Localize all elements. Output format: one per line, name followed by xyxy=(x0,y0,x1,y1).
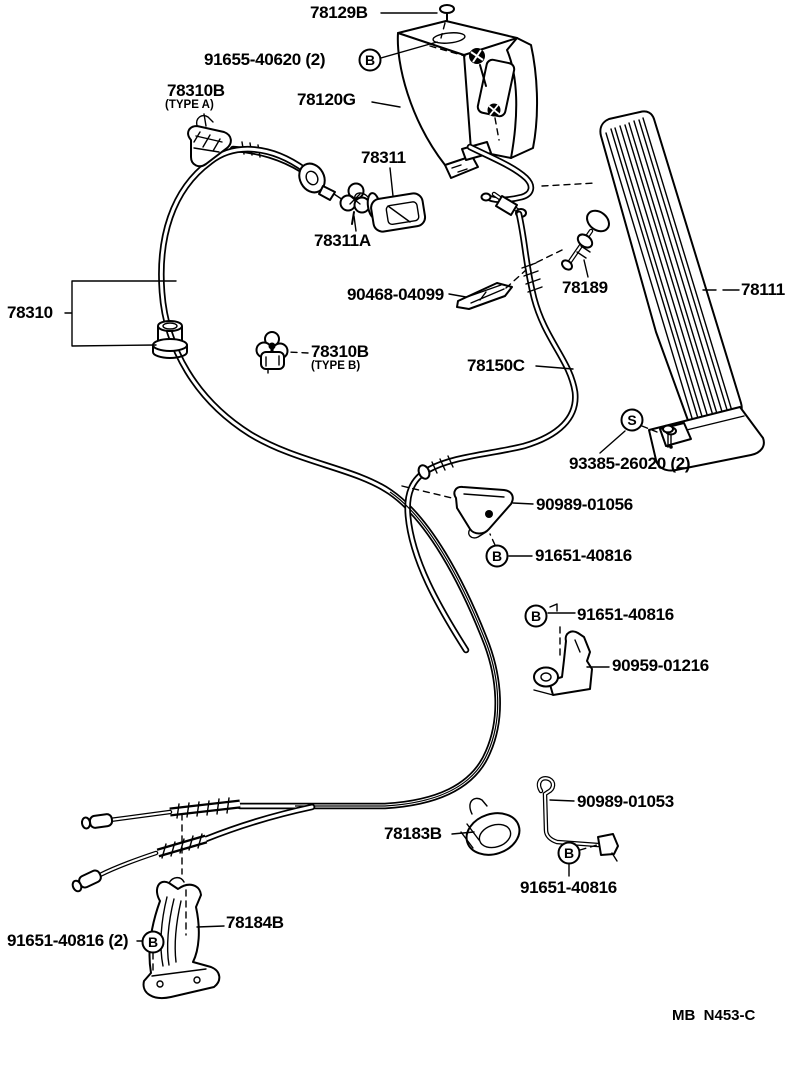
part-label-78310b-type-a: 78310B xyxy=(167,81,225,100)
part-label-78311a: 78311A xyxy=(314,231,371,250)
part-label-78120g: 78120G xyxy=(297,90,356,109)
part-label-90989-01056: 90989-01056 xyxy=(536,495,633,514)
leader-dashes xyxy=(152,351,658,971)
grommet-78183b-drawing xyxy=(460,797,521,856)
clip-78310b-type-a-drawing xyxy=(187,114,232,168)
circled-s-marker-93385: S xyxy=(620,408,644,432)
part-label-91651-40816-low: 91651-40816 xyxy=(520,878,617,897)
cable-center-line xyxy=(295,491,499,807)
fastener-markers: B S B B B B xyxy=(141,48,644,954)
part-label-78111: 78111 xyxy=(741,280,785,299)
accel-pedal-78111-drawing xyxy=(599,110,765,472)
part-label-78129b: 78129B xyxy=(310,3,368,22)
clip-78310b-type-b-drawing xyxy=(255,331,289,374)
svg-text:S: S xyxy=(627,412,636,428)
svg-text:B: B xyxy=(531,608,541,624)
circled-b-marker-91651-top: B xyxy=(485,544,509,568)
part-label-90959-01216: 90959-01216 xyxy=(612,656,709,675)
cable-eye-fitting-drawing xyxy=(298,162,344,201)
part-label-91651-40816-x2: 91651-40816 (2) xyxy=(7,931,129,950)
part-label-91655-40620: 91655-40620 (2) xyxy=(204,50,326,69)
part-label-90468-04099: 90468-04099 xyxy=(347,285,444,304)
part-label-78150c: 78150C xyxy=(467,356,525,375)
leader-dash-bracket-to-pedal xyxy=(541,182,597,187)
clamp-90989-01056-drawing xyxy=(453,485,514,539)
leader-dash-clip-to-rod xyxy=(505,269,527,289)
bolt-78189-drawing xyxy=(561,209,610,271)
clip-78311a-drawing xyxy=(339,182,371,225)
part-label-90989-01053: 90989-01053 xyxy=(577,792,674,811)
grommet-78311-drawing xyxy=(354,192,427,233)
svg-text:B: B xyxy=(564,845,574,861)
svg-text:B: B xyxy=(148,934,158,950)
pin-78129b-drawing xyxy=(439,4,455,39)
circled-b-marker-91651-low: B xyxy=(557,841,581,865)
circled-b-marker-91655: B xyxy=(358,48,382,72)
part-label-78184b: 78184B xyxy=(226,913,284,932)
page-code: MB N453-C xyxy=(672,1007,756,1024)
svg-text:B: B xyxy=(492,548,502,564)
leader-lines xyxy=(64,12,740,942)
screw-93385-drawing xyxy=(662,424,674,448)
part-label-78189: 78189 xyxy=(562,278,608,297)
leader-dash-loop-to-clamp xyxy=(401,485,453,499)
cable-end-upper-drawing xyxy=(80,797,241,830)
cable-end-lower-drawing xyxy=(71,803,316,893)
part-label-78310b-type-a-sub: (TYPE A) xyxy=(165,99,214,111)
part-label-78310: 78310 xyxy=(7,303,53,322)
rod-90989-01053-drawing xyxy=(536,776,619,862)
circled-b-marker-91651-x2: B xyxy=(141,930,165,954)
grommet-78310-drawing xyxy=(152,320,188,359)
svg-text:B: B xyxy=(365,52,375,68)
part-label-91651-40816-mid: 91651-40816 xyxy=(577,605,674,624)
part-label-93385-26020: 93385-26020 (2) xyxy=(569,454,691,473)
clip-90468-drawing xyxy=(456,282,513,310)
part-label-78310b-type-b-sub: (TYPE B) xyxy=(311,360,361,372)
part-label-78311: 78311 xyxy=(361,148,406,167)
part-label-78310b-type-b: 78310B xyxy=(311,342,369,361)
bracket-78184b-drawing xyxy=(142,876,221,999)
cable-78150c-drawing xyxy=(404,210,579,654)
part-label-91651-40816-top: 91651-40816 xyxy=(535,546,632,565)
circled-b-marker-91651-mid: B xyxy=(524,604,548,628)
part-label-78183b: 78183B xyxy=(384,824,442,843)
bracket-90959-drawing xyxy=(533,630,593,696)
